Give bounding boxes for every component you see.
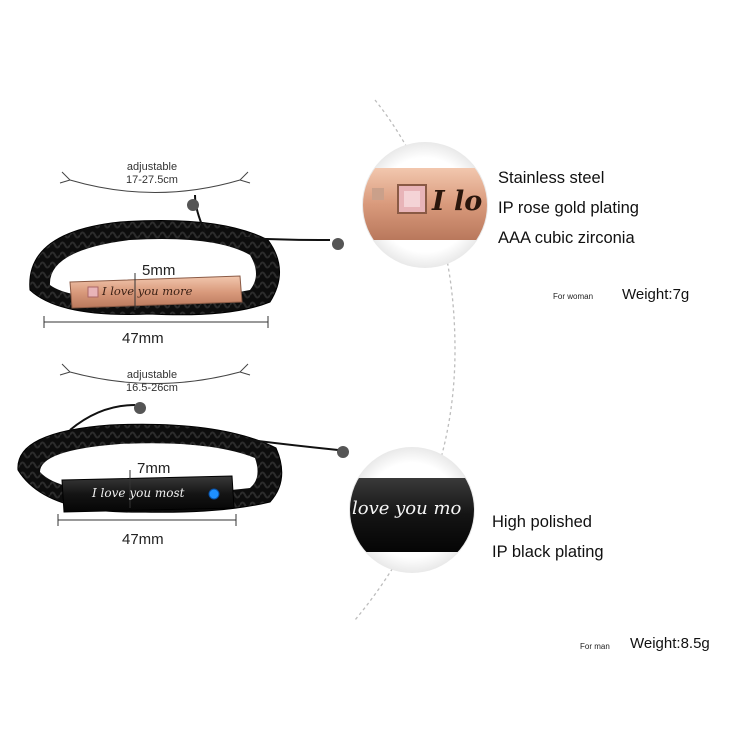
woman-height-label: 5mm (142, 262, 176, 279)
man-specs: High polished IP black plating (492, 507, 604, 567)
man-bracelet (17, 402, 349, 526)
man-adjustable-label: adjustable (126, 369, 178, 381)
man-plate (61, 475, 235, 513)
man-for-label: For man (580, 642, 610, 651)
woman-specs: Stainless steel IP rose gold plating AAA… (498, 163, 639, 253)
woman-adjustable-range: 17-27.5cm (126, 174, 178, 186)
woman-closeup (362, 142, 488, 268)
man-height-label: 7mm (137, 460, 171, 477)
woman-stone (87, 286, 99, 298)
man-engraving-closeup: love you mo (352, 498, 462, 519)
woman-spec-material: Stainless steel (498, 169, 605, 187)
woman-length-label: 47mm (122, 330, 164, 347)
woman-for-label: For woman (553, 292, 594, 301)
woman-bead-top (187, 199, 199, 211)
man-adjustable-range: 16.5-26cm (126, 382, 178, 394)
woman-spec-stone: AAA cubic zirconia (498, 229, 635, 247)
woman-plate (69, 275, 243, 309)
man-weight: Weight:8.5g (630, 635, 710, 652)
man-bead-top (134, 402, 146, 414)
man-closeup (349, 447, 475, 573)
man-spec-finish: High polished (492, 513, 592, 531)
woman-adjustable-arrow (59, 171, 251, 193)
man-spec-plating: IP black plating (492, 543, 604, 561)
man-adjustable-arrow (59, 363, 251, 384)
woman-adjustable-label: adjustable (126, 161, 178, 173)
woman-engraving-closeup: I lo (432, 186, 483, 217)
woman-spec-plating: IP rose gold plating (498, 199, 639, 217)
man-stone (208, 488, 220, 500)
man-length-label: 47mm (122, 531, 164, 548)
woman-bead-right (332, 238, 344, 250)
man-bead-right (337, 446, 349, 458)
woman-weight: Weight:7g (622, 286, 690, 303)
woman-bracelet (29, 194, 344, 328)
woman-engraving: I love you more (102, 284, 193, 298)
man-engraving: I love you most (92, 486, 185, 500)
